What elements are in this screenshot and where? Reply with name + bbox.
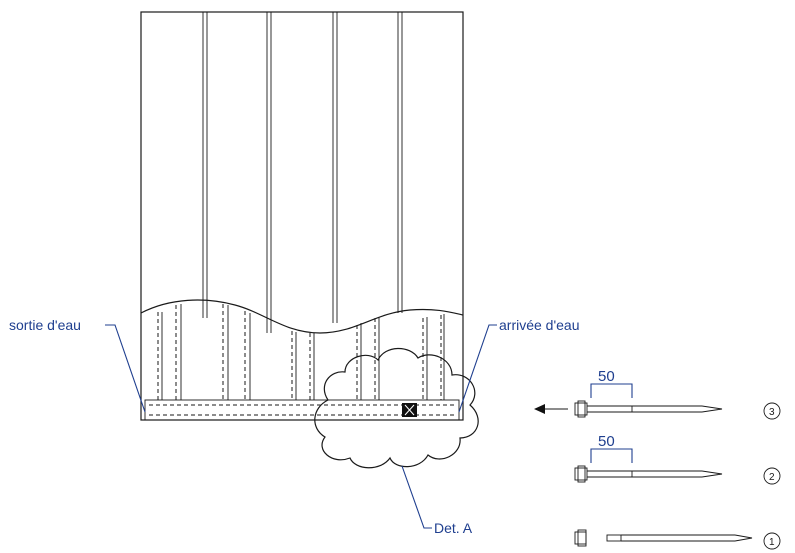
dimension-line-3 [590,383,633,398]
callout-number-2: 2 [769,472,775,483]
callout-number-3: 3 [769,407,775,418]
rod-2: 50 2 [574,433,781,485]
inlet-leader [458,324,497,413]
callout-number-1: 1 [769,537,775,548]
callout-circle-3 [763,402,781,420]
arrow-left-icon [534,404,545,414]
callout-circle-1 [763,532,781,550]
inlet-label: arrivée d'eau [499,317,580,333]
radiator [140,11,464,421]
rod-3: 50 3 [534,368,781,420]
internal-tubes [157,304,445,400]
detail-leader [401,465,432,529]
radiator-fins [202,12,403,333]
outlet-leader [105,324,146,413]
section-cut-line [140,299,464,334]
outlet-label: sortie d'eau [9,317,81,333]
dimension-line-2 [590,448,633,463]
rod-1: 1 [574,529,781,550]
radiator-outline [140,11,464,421]
dimension-value-3: 50 [598,368,615,385]
annotations: sortie d'eau arrivée d'eau Det. A [9,317,580,536]
detail-label: Det. A [434,520,473,536]
bottom-collector [144,399,460,421]
callout-circle-2 [763,467,781,485]
detail-cloud [314,347,479,469]
dimension-value-2: 50 [598,433,615,450]
